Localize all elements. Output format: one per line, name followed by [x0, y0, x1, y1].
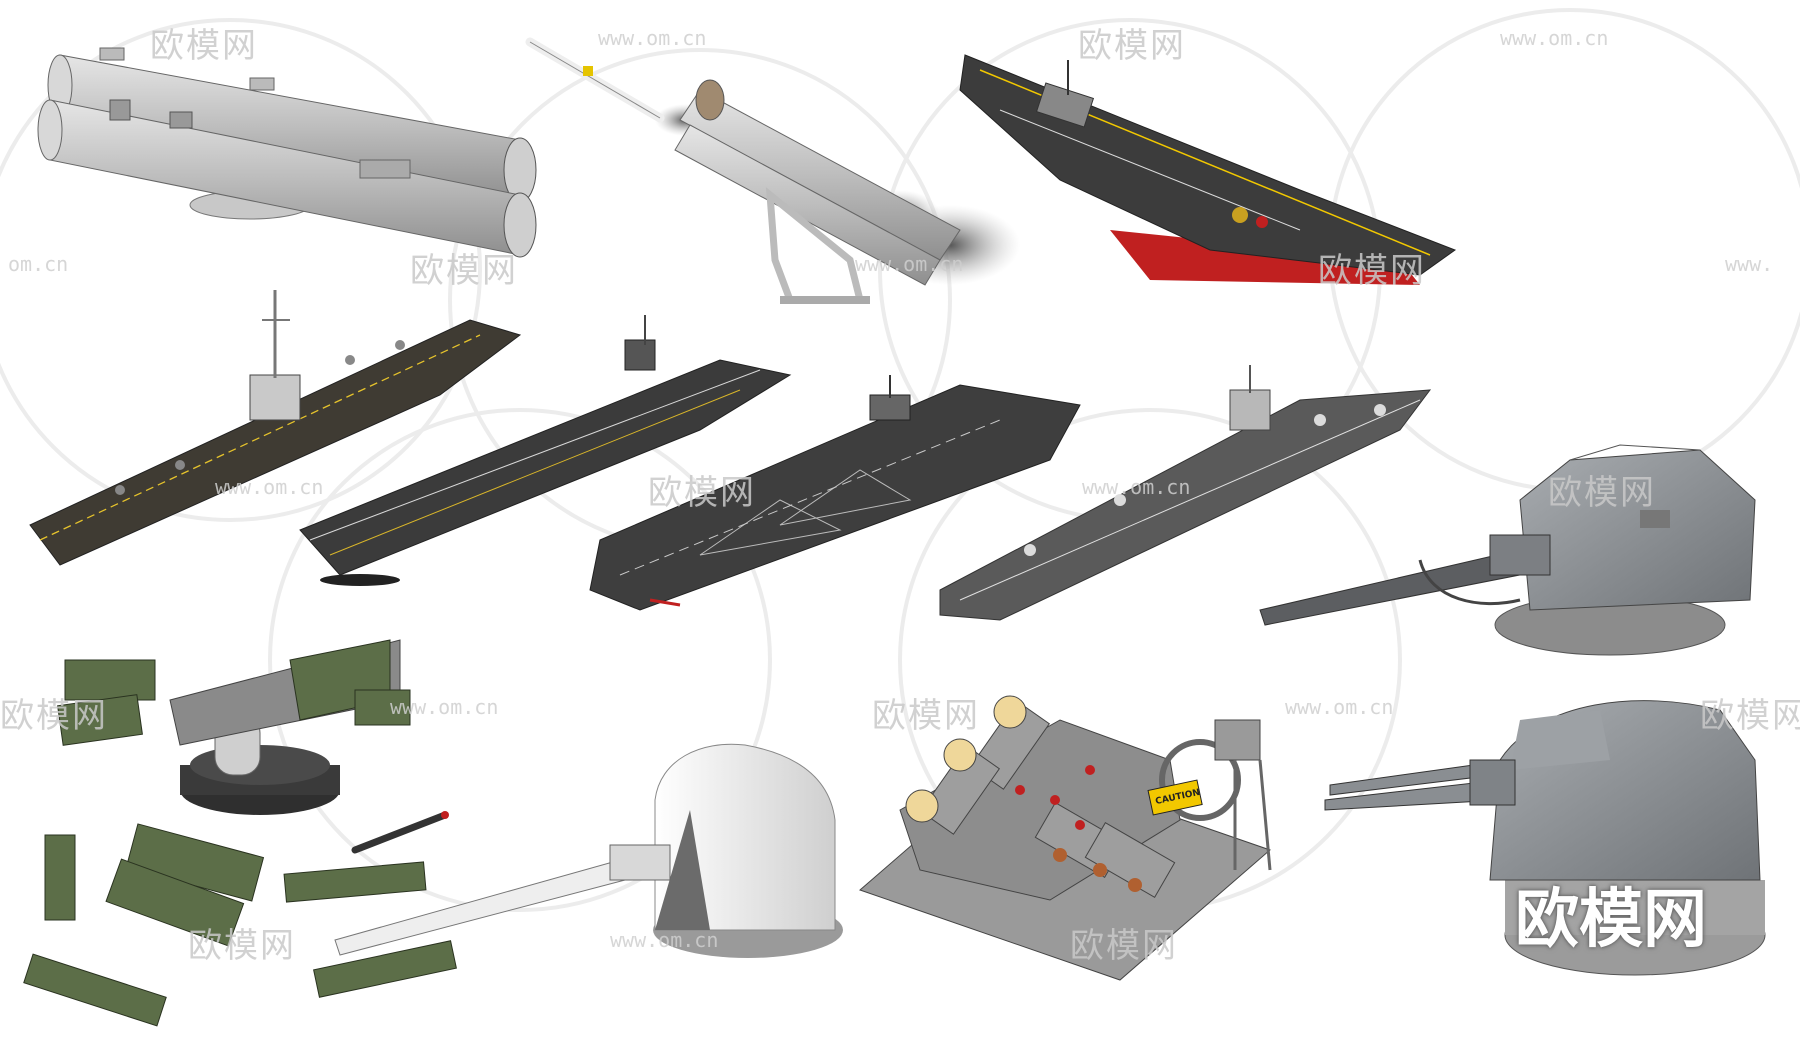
watermark-url-7: www.om.cn [1082, 475, 1191, 499]
watermark-url-8: www.om.cn [390, 695, 499, 719]
watermark-url-1: www.om.cn [598, 26, 707, 50]
watermark-url-5: www. [1725, 252, 1774, 276]
aircraft-carrier-model-3 [589, 375, 1081, 611]
watermark-brand-1: 欧模网 [150, 26, 258, 66]
aircraft-carrier-red-hull-model [959, 54, 1457, 285]
naval-gun-turret-model-1 [1259, 444, 1756, 656]
green-missile-launcher-model [23, 639, 457, 1027]
watermark-brand-5: 欧模网 [648, 473, 756, 513]
aircraft-carrier-model-2 [299, 315, 792, 586]
watermark-url-6: www.om.cn [215, 475, 324, 499]
watermark-url-2: www.om.cn [1500, 26, 1609, 50]
missile-launch-model [525, 37, 1020, 304]
watermark-brand-10: 欧模网 [188, 926, 296, 966]
watermark-brand-2: 欧模网 [1078, 26, 1186, 66]
watermark-brand-4: 欧模网 [1318, 251, 1426, 291]
twin-missile-launcher-model [37, 47, 537, 258]
decoy-launcher-model: CAUTION [859, 695, 1272, 981]
watermark-url-3: om.cn [8, 252, 69, 276]
aircraft-carrier-model-4 [939, 365, 1432, 621]
watermark-brand-3: 欧模网 [410, 251, 518, 291]
watermark-brand-9: 欧模网 [1700, 696, 1800, 736]
watermark-brand-11: 欧模网 [1070, 926, 1178, 966]
watermark-url-9: www.om.cn [1285, 695, 1394, 719]
aircraft-carrier-model-1 [29, 290, 522, 566]
white-dome-gun-turret-model [334, 743, 843, 958]
watermark-url-4: www.om.cn [855, 252, 964, 276]
watermark-url-10: www.om.cn [610, 928, 719, 952]
watermark-brand-7: 欧模网 [0, 696, 108, 736]
naval-gun-turret-model-2 [1324, 700, 1766, 976]
watermark-brand-8: 欧模网 [872, 696, 980, 736]
watermark-brand-6: 欧模网 [1548, 473, 1656, 513]
watermark-brand-large: 欧模网 [1515, 883, 1707, 957]
